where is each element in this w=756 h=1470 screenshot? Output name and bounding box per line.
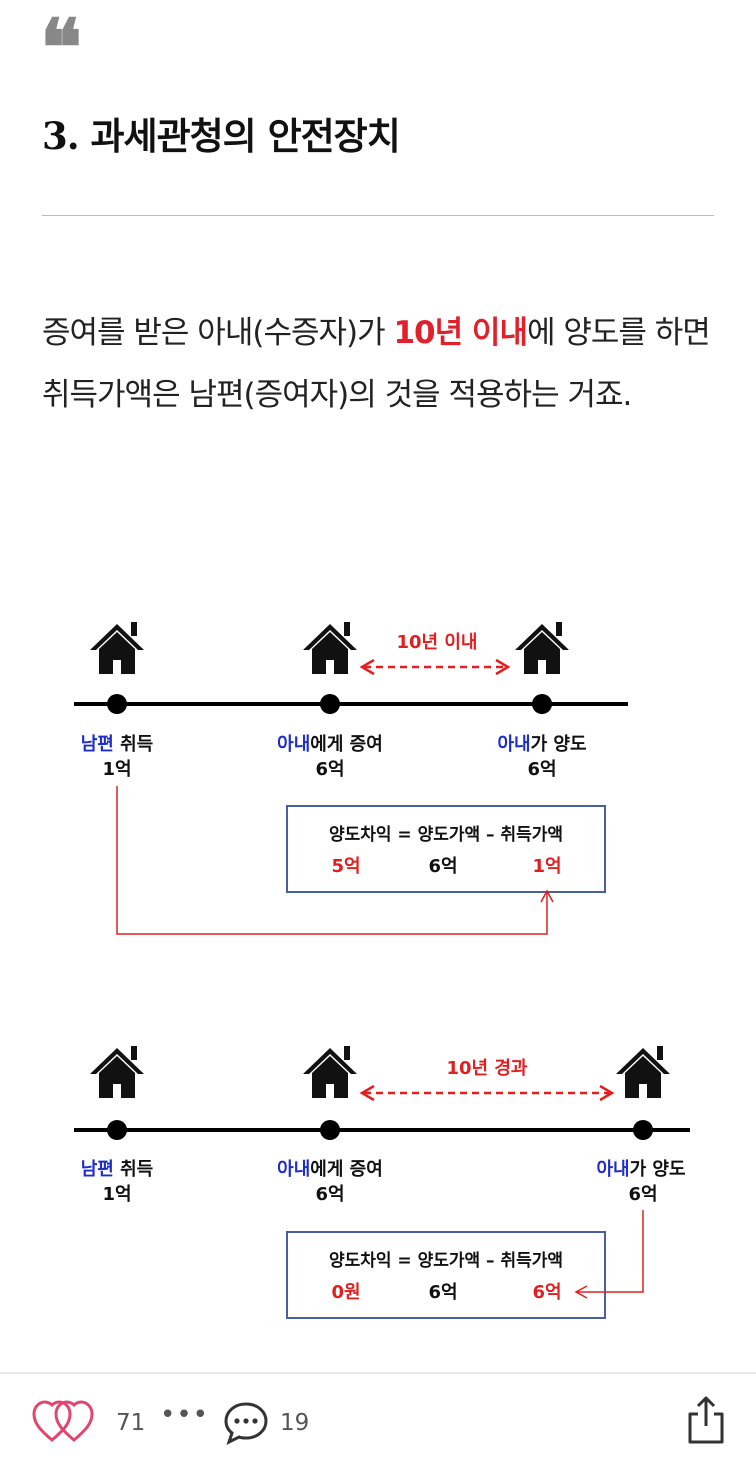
section-heading: 3. 과세관청의 안전장치 <box>42 114 401 158</box>
paragraph-text-rest: 에 양도를 하면 취득가액은 남편(증여자)의 것을 적용하는 거죠. <box>42 315 711 413</box>
share-icon[interactable] <box>684 1394 728 1446</box>
body-paragraph: 증여를 받은 아내(수증자)가 10년 이내에 양도를 하면 취득가액은 남편(… <box>42 302 722 426</box>
formula-cost: 1억 <box>532 856 561 877</box>
heart-icon[interactable] <box>30 1398 102 1444</box>
period-label: 10년 경과 <box>447 1058 528 1079</box>
comment-icon[interactable] <box>222 1400 270 1446</box>
connector-line <box>576 1210 644 1293</box>
diagram-1: 10년 이내 남편 취득 1억 아내에게 증여 6억 아내가 양도 6억 양도차… <box>74 622 628 935</box>
node-label: 아내가 양도 <box>596 1159 685 1180</box>
house-icon <box>303 1046 357 1098</box>
timeline-dot <box>320 1120 340 1140</box>
timeline-dot <box>532 694 552 714</box>
formula-box <box>286 805 606 893</box>
node-value: 6억 <box>315 759 344 780</box>
timeline-dot <box>107 1120 127 1140</box>
timeline-dot <box>320 694 340 714</box>
quote-icon: ❝ <box>40 3 82 94</box>
paragraph-highlight: 10년 이내 <box>393 315 527 351</box>
node-value: 1억 <box>102 759 131 780</box>
house-icon <box>90 1046 144 1098</box>
node-value: 1억 <box>102 1184 131 1205</box>
formula-line: 양도차익 = 양도가액 – 취득가액 <box>329 1250 563 1271</box>
like-count: 71 <box>116 1410 146 1436</box>
timeline-dot <box>633 1120 653 1140</box>
formula-sale: 6억 <box>428 1282 457 1303</box>
house-icon <box>90 622 144 674</box>
node-value: 6억 <box>628 1184 657 1205</box>
transfer-diagram: 10년 이내 남편 취득 1억 아내에게 증여 6억 아내가 양도 6억 양도차… <box>74 622 690 1319</box>
house-icon <box>515 622 569 674</box>
node-value: 6억 <box>527 759 556 780</box>
action-bar: 71 ••• 19 <box>0 1372 756 1470</box>
comment-count: 19 <box>280 1410 310 1436</box>
formula-gain: 5억 <box>331 856 360 877</box>
house-icon <box>303 622 357 674</box>
node-label: 남편 취득 <box>81 734 154 755</box>
house-icon <box>616 1046 670 1098</box>
divider <box>42 215 714 216</box>
node-label: 아내에게 증여 <box>277 1159 383 1180</box>
more-dots-icon[interactable]: ••• <box>160 1400 210 1430</box>
node-label: 남편 취득 <box>81 1159 154 1180</box>
node-label: 아내에게 증여 <box>277 734 383 755</box>
formula-gain: 0원 <box>331 1282 360 1303</box>
formula-sale: 6억 <box>428 856 457 877</box>
diagram-2: 10년 경과 남편 취득 1억 아내에게 증여 6억 아내가 양도 6억 양도차… <box>74 1046 690 1319</box>
formula-box <box>286 1231 606 1319</box>
connector-line <box>116 786 548 935</box>
formula-line: 양도차익 = 양도가액 – 취득가액 <box>329 824 563 845</box>
node-label: 아내가 양도 <box>497 734 586 755</box>
period-label: 10년 이내 <box>397 632 478 653</box>
paragraph-text: 증여를 받은 아내(수증자)가 <box>42 315 394 351</box>
formula-cost: 6억 <box>532 1282 561 1303</box>
timeline-dot <box>107 694 127 714</box>
node-value: 6억 <box>315 1184 344 1205</box>
